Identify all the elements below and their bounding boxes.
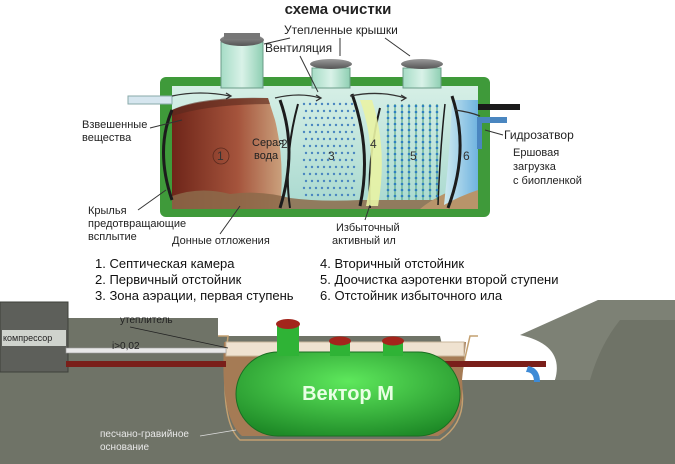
label-ventilation: Вентиляция — [265, 41, 332, 55]
tank-lid-2 — [329, 336, 351, 346]
label-brush-1: Ершовая — [513, 147, 559, 159]
lid-2 — [310, 59, 352, 69]
label-suspended-2: вещества — [82, 132, 132, 144]
outlet-pipe — [478, 104, 520, 110]
label-grey-water-1: Серая — [252, 137, 284, 149]
leader-base — [199, 429, 237, 437]
bottom-sediments — [172, 190, 478, 209]
chamber-1-top-layer — [172, 97, 270, 116]
chamber-number-5: 5 — [410, 149, 417, 163]
lid-1-top — [224, 33, 260, 39]
label-compressor: компрессор — [3, 333, 52, 343]
label-brush-3: с биопленкой — [513, 175, 582, 187]
chamber-number-2: 2 — [281, 137, 288, 151]
neck-1 — [220, 41, 264, 89]
inlet-pipe — [127, 95, 173, 105]
label-grey-water-2: вода — [254, 150, 279, 162]
partition-3 — [350, 93, 366, 207]
flow-arrows — [171, 92, 481, 117]
aeration-bubbles-3 — [302, 102, 356, 197]
chamber-number-1: 1 — [217, 149, 224, 163]
label-hydrolock: Гидрозатвор — [504, 128, 574, 142]
outlet-blue — [526, 366, 540, 382]
leader-lids-2 — [384, 37, 411, 57]
legend-item-4: 4. Вторичный отстойник — [320, 256, 464, 271]
tank-name: Вектор М — [302, 383, 394, 405]
partition-6 — [437, 103, 446, 206]
tank-neck-2 — [330, 342, 350, 356]
label-suspended-1: Взвешенные — [82, 119, 147, 131]
label-brush-2: загрузка — [513, 161, 557, 173]
air-pipe — [65, 347, 227, 354]
label-lids: Утепленные крышки — [284, 23, 398, 37]
tank-neck-1 — [277, 326, 299, 356]
leader-wings — [137, 189, 167, 211]
chamber-1-sludge — [172, 98, 282, 209]
chamber-number-4: 4 — [370, 137, 377, 151]
label-wings-3: всплытие — [88, 231, 137, 243]
label-excess-2: активный ил — [332, 235, 396, 247]
leader-ventilation — [299, 55, 319, 93]
hydrolock-bend — [477, 117, 482, 149]
label-base-1: песчано-гравийное — [100, 429, 189, 440]
legend-item-3: 3. Зона аэрации, первая ступень — [95, 288, 294, 303]
leader-suspended — [149, 119, 183, 129]
partition-5 — [446, 95, 462, 209]
leader-sediments — [219, 205, 241, 235]
label-slope: i>0,02 — [112, 341, 140, 352]
sewer-pipe-in — [66, 361, 226, 367]
ground-top-right — [520, 300, 675, 380]
leader-hydrolock — [484, 129, 504, 136]
label-sediments: Донные отложения — [172, 235, 270, 247]
brush-loading-5 — [386, 104, 439, 200]
chamber-number-1-ring — [212, 147, 230, 165]
leader-lids-3 — [263, 37, 291, 45]
legend-item-5: 5. Доочистка аэротенки второй ступени — [320, 272, 559, 287]
tank-neck-3 — [383, 342, 403, 356]
label-wings-2: предотвращающие — [88, 218, 186, 230]
lid-3 — [401, 59, 443, 69]
hydrolock-pipe — [477, 117, 507, 123]
tank-lid-1 — [276, 319, 300, 329]
chamber-number-6: 6 — [463, 149, 470, 163]
compressor-box — [2, 330, 66, 346]
chamber-4-zone — [360, 100, 382, 206]
legend-item-1: 1. Септическая камера — [95, 256, 235, 271]
label-base-2: основание — [100, 442, 150, 453]
neck-2 — [311, 67, 351, 89]
leader-excess — [364, 204, 371, 221]
label-excess-1: Избыточный — [336, 222, 400, 234]
label-wings-1: Крылья — [88, 205, 127, 217]
partition-2 — [286, 103, 299, 209]
label-insulation: утеплитель — [120, 315, 173, 326]
sewer-pipe-out — [436, 361, 546, 367]
neck-3 — [402, 67, 442, 89]
leader-insulation — [129, 326, 229, 349]
legend-item-6: 6. Отстойник избыточного ила — [320, 288, 503, 303]
chamber-number-3: 3 — [328, 149, 335, 163]
diagram-title: схема очистки — [285, 1, 392, 18]
tank-lid-3 — [382, 336, 404, 346]
partition-wing — [162, 109, 174, 201]
legend-item-2: 2. Первичный отстойник — [95, 272, 242, 287]
